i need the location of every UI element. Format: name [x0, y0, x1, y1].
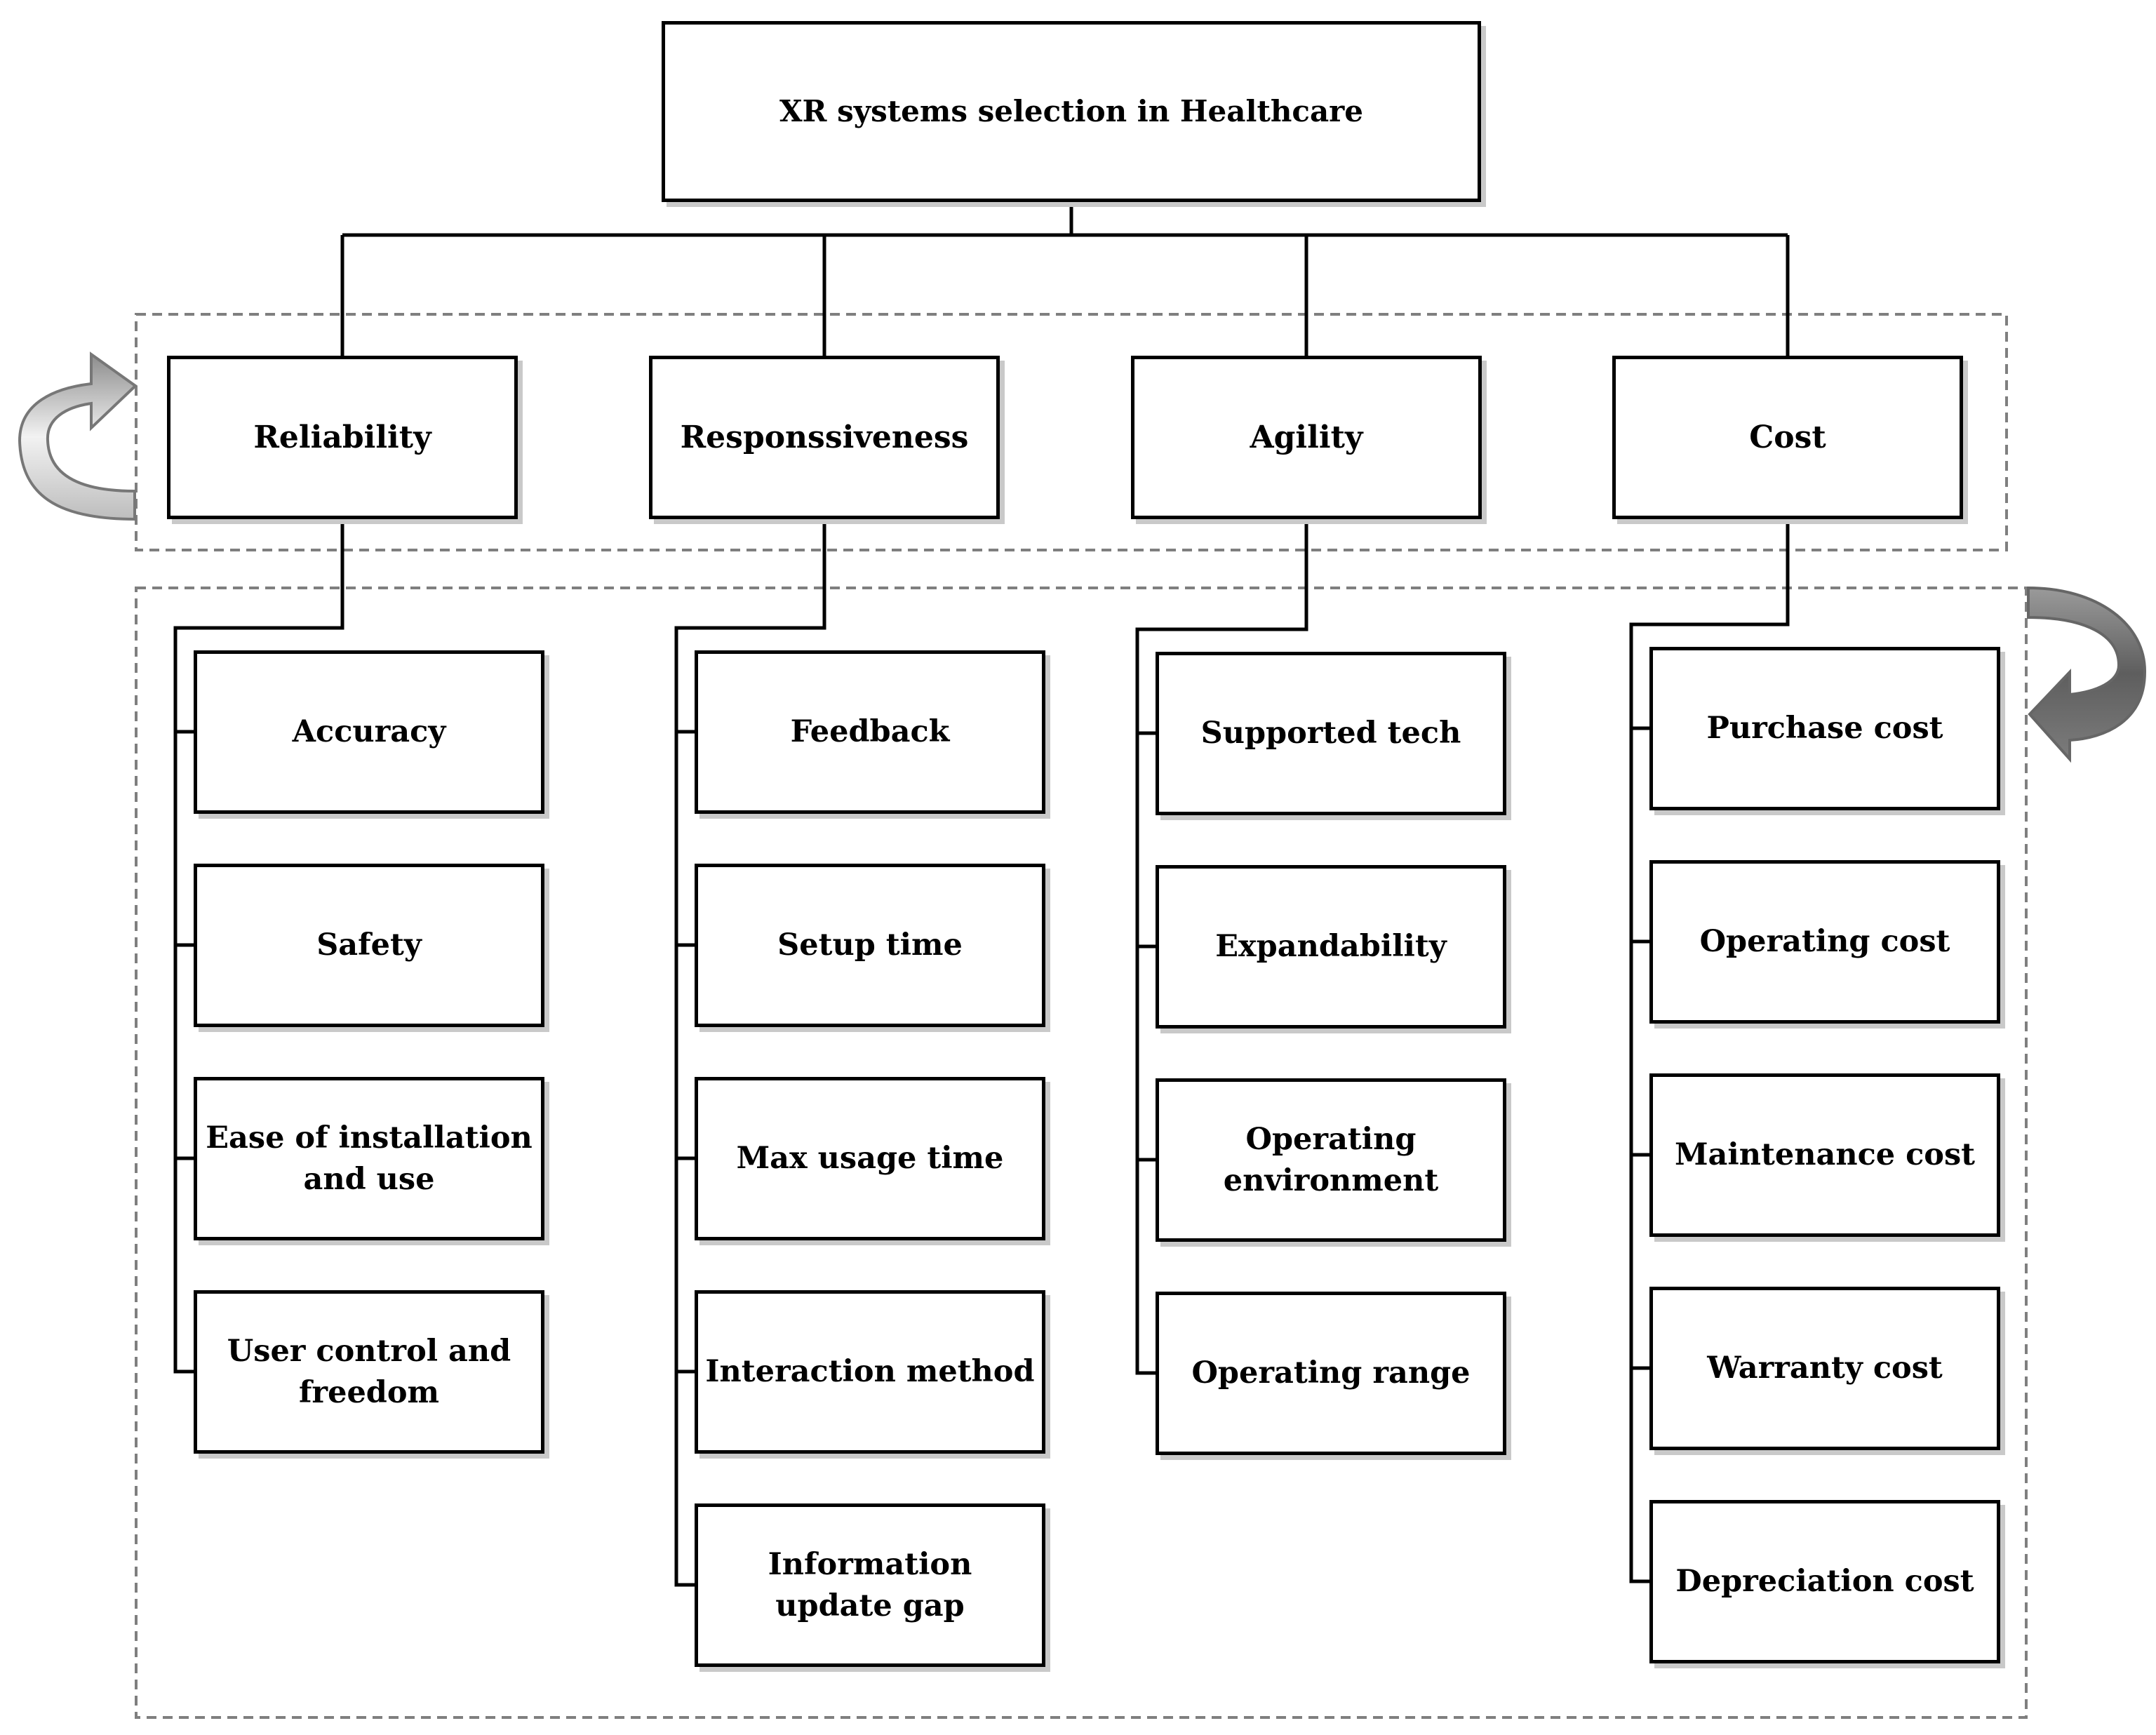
criterion-label: Agility — [1250, 419, 1363, 455]
criteria-group-frame — [135, 313, 2008, 551]
criterion-label: Cost — [1749, 419, 1826, 455]
subcriterion-safety-box: Safety — [194, 864, 544, 1027]
goal-label: XR systems selection in Healthcare — [779, 93, 1364, 128]
subcriterion-feedback-box: Feedback — [695, 650, 1045, 814]
subcriterion-label: Maintenance cost — [1674, 1137, 1976, 1173]
subcriterion-label: Interaction method — [705, 1354, 1035, 1390]
subcriterion-supported-tech-box: Supported tech — [1156, 652, 1506, 815]
subcriterion-label: Supported tech — [1200, 716, 1461, 751]
goal-box: XR systems selection in Healthcare — [662, 21, 1481, 202]
subcriterion-label: Setup time — [777, 927, 963, 963]
subcriterion-label: Accuracy — [292, 714, 446, 750]
subcriterion-label: Purchase cost — [1706, 711, 1943, 746]
subcriteria-group-frame — [135, 587, 2028, 1719]
subcriterion-label: Safety — [316, 927, 422, 963]
subcriterion-depreciation-cost-box: Depreciation cost — [1649, 1500, 2000, 1663]
cost-spine — [1629, 519, 1790, 1583]
subcriterion-operating-range-box: Operating range — [1156, 1292, 1506, 1455]
subcriterion-operating-environment-box: Operating environment — [1156, 1078, 1506, 1242]
subcriterion-accuracy-box: Accuracy — [194, 650, 544, 814]
subcriterion-label: Warranty cost — [1707, 1351, 1943, 1386]
subcriterion-ease-box: Ease of installation and use — [194, 1077, 544, 1240]
criterion-reliability-box: Reliability — [167, 356, 518, 519]
agility-spine — [1135, 519, 1308, 1375]
reliability-spine — [173, 519, 344, 1374]
goal-connectors — [340, 202, 1790, 356]
subcriterion-expandability-box: Expandability — [1156, 865, 1506, 1029]
subcriterion-label: Feedback — [790, 714, 950, 750]
subcriterion-user-control-box: User control and freedom — [194, 1290, 544, 1454]
subcriterion-max-usage-time-box: Max usage time — [695, 1077, 1045, 1240]
subcriterion-label: User control and freedom — [227, 1334, 511, 1410]
subcriterion-label: Operating range — [1191, 1355, 1471, 1391]
subcriterion-label: Max usage time — [736, 1141, 1004, 1177]
subcriterion-interaction-method-box: Interaction method — [695, 1290, 1045, 1454]
subcriterion-label: Operating environment — [1223, 1122, 1439, 1198]
subcriterion-maintenance-cost-box: Maintenance cost — [1649, 1073, 2000, 1237]
criterion-agility-box: Agility — [1131, 356, 1482, 519]
subcriterion-label: Depreciation cost — [1675, 1564, 1974, 1600]
subcriterion-purchase-cost-box: Purchase cost — [1649, 647, 2000, 810]
curved-arrow-right-icon — [2027, 586, 2147, 763]
subcriterion-label: Information update gap — [768, 1547, 972, 1623]
subcriterion-label: Expandability — [1215, 929, 1447, 965]
responssiveness-spine — [674, 519, 826, 1587]
subcriterion-setup-time-box: Setup time — [695, 864, 1045, 1027]
subcriterion-label: Ease of installation and use — [206, 1120, 533, 1197]
subcriterion-operating-cost-box: Operating cost — [1649, 860, 2000, 1024]
curved-arrow-left-icon — [18, 351, 138, 521]
criterion-label: Responssiveness — [680, 419, 969, 455]
subcriteria-connectors — [173, 519, 1790, 1587]
criterion-responssiveness-box: Responssiveness — [649, 356, 1000, 519]
criterion-cost-box: Cost — [1612, 356, 1963, 519]
subcriterion-label: Operating cost — [1699, 924, 1950, 960]
subcriterion-warranty-cost-box: Warranty cost — [1649, 1287, 2000, 1450]
criterion-label: Reliability — [253, 419, 431, 455]
subcriterion-information-update-gap-box: Information update gap — [695, 1503, 1045, 1667]
